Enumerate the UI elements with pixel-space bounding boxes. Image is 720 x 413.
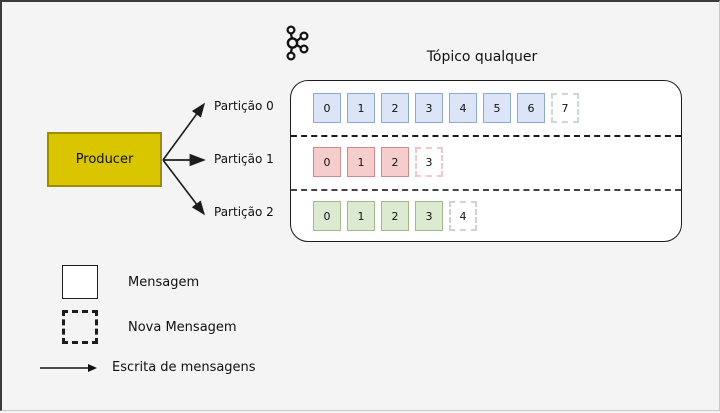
- new-message-box[interactable]: 3: [415, 147, 443, 177]
- arrow-to-partition-2: [162, 159, 205, 216]
- arrow-to-partition-0: [162, 102, 205, 161]
- partition-row-2: 0 1 2 3 4: [291, 189, 681, 241]
- message-box[interactable]: 2: [381, 147, 409, 177]
- legend-arrow-icon: [40, 363, 97, 372]
- message-box[interactable]: 1: [347, 201, 375, 231]
- new-message-box[interactable]: 7: [551, 93, 579, 123]
- message-box[interactable]: 6: [517, 93, 545, 123]
- message-box[interactable]: 3: [415, 201, 443, 231]
- topic-title: Tópico qualquer: [426, 49, 538, 65]
- message-box[interactable]: 1: [347, 93, 375, 123]
- legend-swatch-new-message: [62, 310, 98, 344]
- message-box[interactable]: 0: [313, 93, 341, 123]
- producer-box[interactable]: Producer: [47, 132, 162, 187]
- partition-label-1: Partição 1: [214, 152, 274, 166]
- partition-label-2: Partição 2: [214, 205, 274, 219]
- legend-label-message: Mensagem: [128, 274, 200, 290]
- legend-swatch-message: [62, 265, 98, 299]
- partition-divider: [291, 189, 681, 191]
- message-box[interactable]: 0: [313, 201, 341, 231]
- message-box[interactable]: 1: [347, 147, 375, 177]
- new-message-box[interactable]: 4: [449, 201, 477, 231]
- legend-label-write: Escrita de mensagens: [112, 360, 256, 375]
- message-box[interactable]: 5: [483, 93, 511, 123]
- legend-item-new-message: Nova Mensagem: [62, 310, 237, 344]
- legend-label-new-message: Nova Mensagem: [128, 319, 237, 335]
- partition-divider: [291, 135, 681, 137]
- legend-item-message: Mensagem: [62, 265, 199, 299]
- partition-row-0: 0 1 2 3 4 5 6 7: [291, 81, 681, 135]
- message-box[interactable]: 0: [313, 147, 341, 177]
- topic-container: 0 1 2 3 4 5 6 7 0 1 2 3 0 1 2 3 4: [290, 80, 682, 242]
- message-box[interactable]: 4: [449, 93, 477, 123]
- partition-label-0: Partição 0: [214, 99, 274, 113]
- partition-row-1: 0 1 2 3: [291, 135, 681, 189]
- message-box[interactable]: 2: [381, 201, 409, 231]
- apache-kafka-logo: [286, 25, 309, 61]
- legend-item-write: Escrita de mensagens: [40, 360, 256, 375]
- message-box[interactable]: 2: [381, 93, 409, 123]
- message-box[interactable]: 3: [415, 93, 443, 123]
